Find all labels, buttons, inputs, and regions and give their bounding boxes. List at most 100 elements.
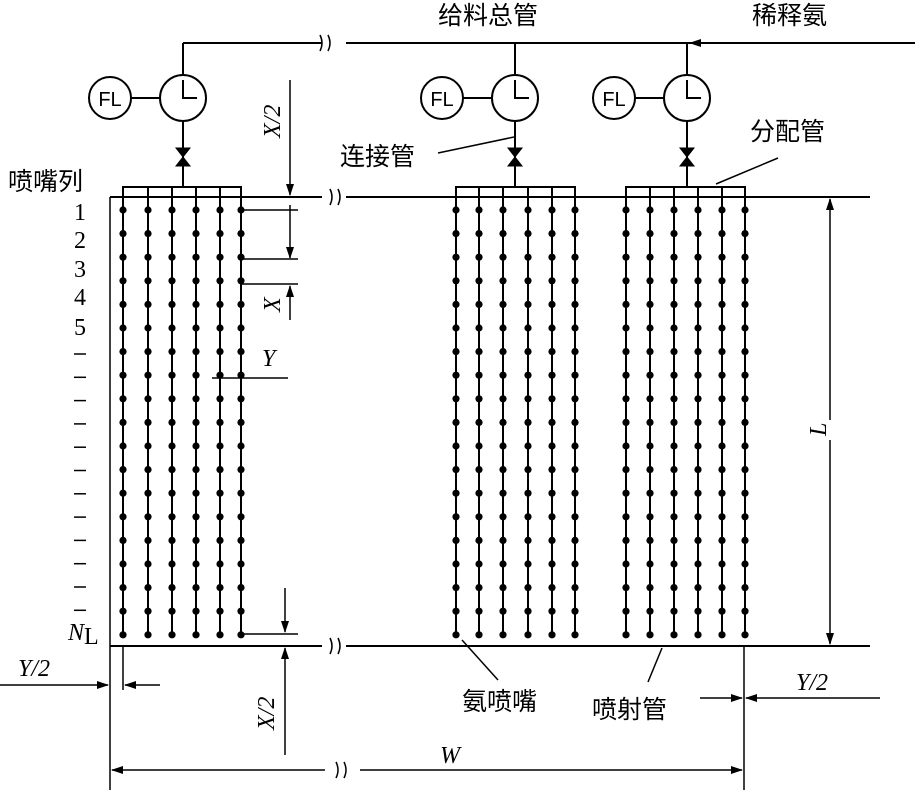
ammonia-nozzle [216, 560, 224, 568]
ammonia-nozzle [119, 631, 127, 639]
flow-indicator-label: FL [430, 89, 453, 111]
ammonia-nozzle [168, 206, 176, 214]
ammonia-nozzle [475, 489, 483, 497]
ammonia-nozzle [548, 513, 556, 521]
ammonia-nozzle [452, 395, 460, 403]
ammonia-nozzle [216, 584, 224, 592]
ammonia-nozzle [144, 584, 152, 592]
ammonia-nozzle [524, 300, 532, 308]
distribution-pipe [455, 186, 576, 197]
flow-indicator-label: FL [602, 89, 625, 111]
ammonia-nozzle [119, 395, 127, 403]
ammonia-nozzle [524, 442, 532, 450]
leader-lines [437, 136, 779, 683]
ammonia-nozzle [168, 300, 176, 308]
ammonia-nozzle [119, 371, 127, 379]
ammonia-nozzle [216, 418, 224, 426]
ammonia-nozzle [192, 230, 200, 238]
ammonia-nozzle [144, 206, 152, 214]
row-number: 2 [74, 228, 86, 254]
ammonia-nozzle [119, 489, 127, 497]
ammonia-nozzle [475, 371, 483, 379]
ammonia-nozzle [452, 466, 460, 474]
ammonia-nozzle [192, 442, 200, 450]
ammonia-nozzle [694, 489, 702, 497]
ammonia-nozzle [499, 513, 507, 521]
ammonia-nozzle [718, 631, 726, 639]
ammonia-nozzle [741, 324, 749, 332]
ammonia-nozzle [144, 489, 152, 497]
ammonia-nozzle [168, 560, 176, 568]
ammonia-nozzle [144, 230, 152, 238]
ammonia-nozzle [192, 560, 200, 568]
ammonia-nozzle [548, 607, 556, 615]
dim-y-half [0, 646, 880, 702]
ammonia-nozzle [475, 418, 483, 426]
ammonia-nozzle [452, 418, 460, 426]
ammonia-nozzle [192, 466, 200, 474]
ammonia-nozzle [718, 206, 726, 214]
ammonia-nozzle [670, 513, 678, 521]
ammonia-nozzle [144, 607, 152, 615]
ammonia-nozzle [622, 371, 630, 379]
dim-w-label: W [440, 743, 462, 769]
ammonia-nozzle [192, 371, 200, 379]
ammonia-nozzle [571, 277, 579, 285]
ammonia-nozzle [548, 253, 556, 261]
ammonia-nozzle [548, 536, 556, 545]
distribution-pipe-label: 分配管 [750, 117, 825, 146]
ammonia-nozzle [741, 418, 749, 426]
ammonia-nozzle [452, 324, 460, 332]
ammonia-nozzle [646, 513, 654, 521]
ammonia-nozzle [144, 324, 152, 332]
ammonia-nozzle [452, 536, 460, 545]
valve-icon [506, 147, 524, 167]
ammonia-nozzle [144, 253, 152, 261]
ammonia-nozzle [237, 324, 245, 332]
ammonia-nozzle [548, 230, 556, 238]
ammonia-nozzle [475, 324, 483, 332]
ammonia-nozzle [168, 631, 176, 639]
grid-boundary-lines [109, 188, 870, 790]
ammonia-nozzle [718, 442, 726, 450]
ammonia-nozzle [216, 513, 224, 521]
ammonia-nozzle [741, 489, 749, 497]
ammonia-nozzle [168, 253, 176, 261]
ammonia-nozzle [119, 513, 127, 521]
ammonia-nozzle [646, 631, 654, 639]
ammonia-nozzle [646, 253, 654, 261]
ammonia-nozzle [237, 300, 245, 308]
ammonia-nozzle [622, 300, 630, 308]
ammonia-nozzle [524, 395, 532, 403]
ammonia-nozzle [670, 560, 678, 568]
ammonia-nozzle [192, 253, 200, 261]
ammonia-nozzle [646, 560, 654, 568]
ammonia-nozzle [168, 395, 176, 403]
ammonia-nozzle [237, 442, 245, 450]
ammonia-nozzle [475, 631, 483, 639]
ammonia-nozzle [718, 536, 726, 545]
ammonia-nozzle [237, 513, 245, 521]
ammonia-nozzle [216, 489, 224, 497]
ammonia-nozzle [548, 631, 556, 639]
ammonia-nozzle [670, 631, 678, 639]
ammonia-nozzle [622, 466, 630, 474]
ammonia-nozzle [524, 418, 532, 426]
ammonia-nozzle [475, 466, 483, 474]
ammonia-nozzle [718, 513, 726, 521]
ammonia-nozzle [548, 300, 556, 308]
ammonia-nozzle [216, 371, 224, 379]
ammonia-nozzle [237, 489, 245, 497]
valve-icon [174, 147, 192, 167]
ammonia-nozzle [646, 489, 654, 497]
ammonia-nozzle [571, 607, 579, 615]
ammonia-nozzle [119, 253, 127, 261]
ammonia-nozzle [452, 348, 460, 356]
ammonia-nozzle [119, 607, 127, 615]
ammonia-nozzle [694, 230, 702, 238]
ammonia-nozzle [571, 348, 579, 356]
ammonia-nozzle [694, 560, 702, 568]
ammonia-nozzle [694, 631, 702, 639]
ammonia-nozzle [475, 230, 483, 238]
